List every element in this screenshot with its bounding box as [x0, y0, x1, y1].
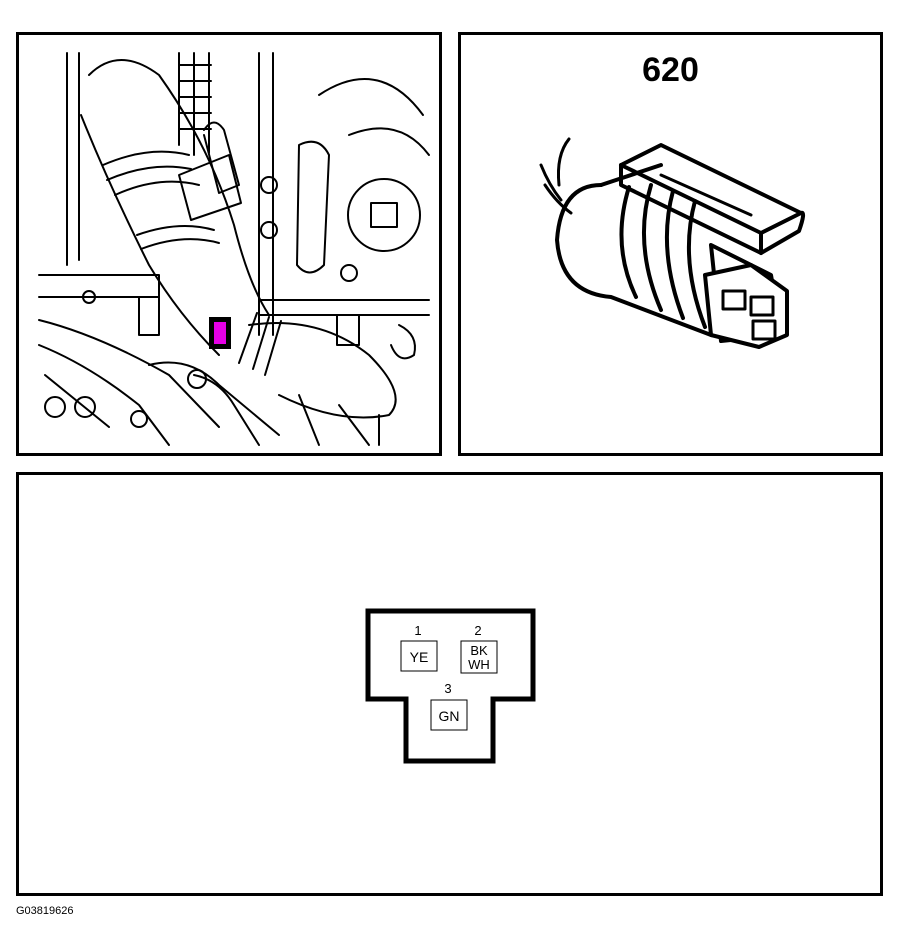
wire-color-label: BK: [470, 643, 488, 658]
connector-illustration-panel: 620: [458, 32, 883, 456]
figure-id: G03819626: [16, 905, 74, 917]
pin-1: 1 YE: [400, 623, 438, 672]
pin-cavity: [400, 640, 438, 672]
pin-3: 3 GN: [430, 681, 468, 731]
engine-location-panel: [16, 32, 442, 456]
wire-color-label: YE: [410, 649, 429, 665]
pinout-panel: 1 YE 2 BK WH 3 GN: [16, 472, 883, 896]
wire-stripe-label: WH: [468, 657, 490, 672]
pin-number: 1: [414, 623, 421, 638]
connector-drawing: [539, 137, 806, 349]
pin-number: 2: [474, 623, 481, 638]
engine-bay-illustration: [38, 52, 430, 446]
pin-cavity: [460, 640, 498, 674]
connector-number: 620: [642, 51, 699, 89]
pin-number: 3: [444, 681, 451, 696]
pin-cavity: [430, 699, 468, 731]
connector-pinout: 1 YE 2 BK WH 3 GN: [365, 608, 536, 764]
connector-location-highlight: [214, 322, 226, 344]
pin-2: 2 BK WH: [460, 623, 498, 674]
wire-color-label: GN: [439, 708, 460, 724]
